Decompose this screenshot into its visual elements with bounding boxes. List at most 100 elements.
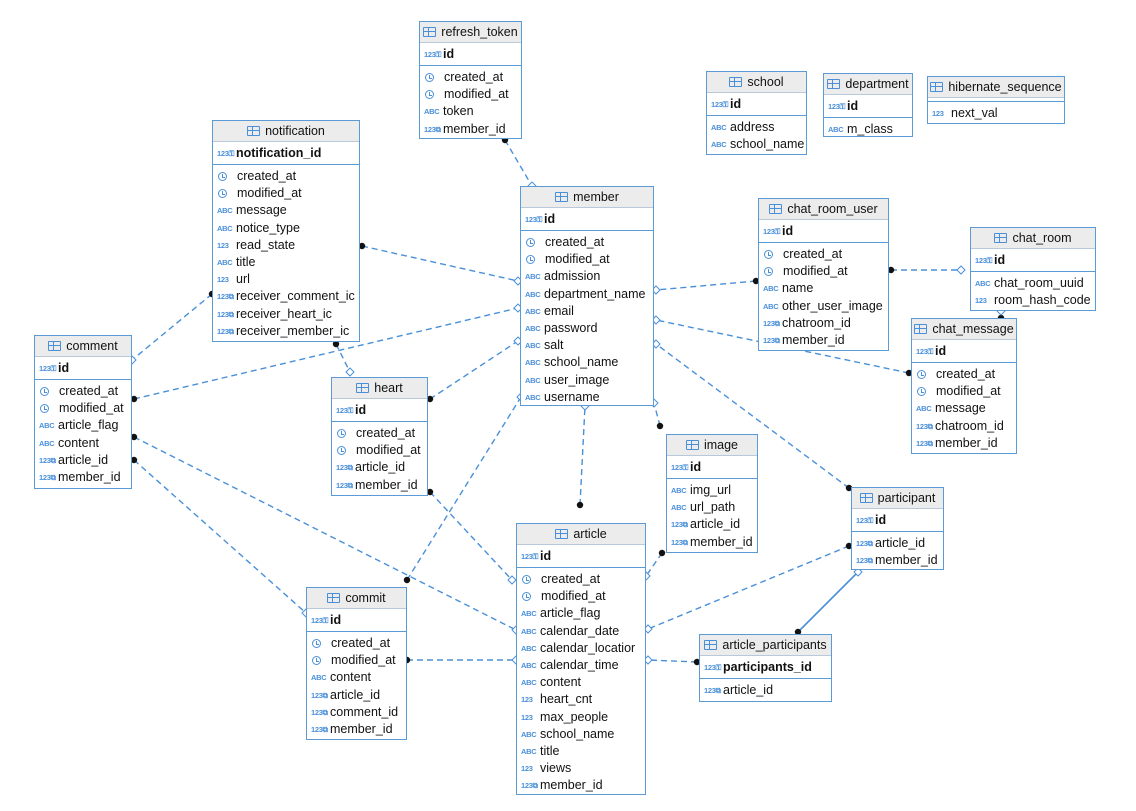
column-row[interactable]: modified_at xyxy=(912,383,1016,400)
table-header[interactable]: school xyxy=(707,72,806,93)
primary-key-row[interactable]: 123⚿participants_id xyxy=(700,656,831,679)
column-row[interactable]: created_at xyxy=(759,246,888,263)
column-row[interactable]: 123⧉member_id xyxy=(332,477,427,494)
column-row[interactable]: 123⧉member_id xyxy=(420,121,521,138)
table-header[interactable]: participant xyxy=(852,488,943,509)
column-row[interactable]: modified_at xyxy=(307,652,406,669)
column-row[interactable]: 123⧉receiver_heart_ic xyxy=(213,306,359,323)
column-row[interactable]: created_at xyxy=(517,571,645,588)
column-row[interactable]: 123⧉article_id xyxy=(667,516,757,533)
primary-key-row[interactable]: 123⚿id xyxy=(667,456,757,479)
table-header[interactable]: chat_room xyxy=(971,228,1095,249)
column-row[interactable]: created_at xyxy=(420,69,521,86)
column-row[interactable]: 123⧉member_id xyxy=(667,534,757,551)
table-header[interactable]: department xyxy=(824,74,912,95)
primary-key-row[interactable]: 123⚿id xyxy=(420,43,521,66)
column-row[interactable]: modified_at xyxy=(213,185,359,202)
column-row[interactable]: modified_at xyxy=(517,588,645,605)
column-row[interactable]: modified_at xyxy=(35,400,131,417)
column-row[interactable]: created_at xyxy=(521,234,653,251)
table-header[interactable]: comment xyxy=(35,336,131,357)
column-row[interactable]: modified_at xyxy=(420,86,521,103)
column-row[interactable]: 123⧉article_id xyxy=(35,452,131,469)
table-header[interactable]: chat_message xyxy=(912,319,1016,340)
primary-key-row[interactable]: 123⚿id xyxy=(307,609,406,632)
primary-key-row[interactable] xyxy=(928,98,1064,102)
column-row[interactable]: 123⧉member_id xyxy=(912,435,1016,452)
column-row[interactable]: created_at xyxy=(35,383,131,400)
primary-key-row[interactable]: 123⚿id xyxy=(912,340,1016,363)
table-header[interactable]: article xyxy=(517,524,645,545)
column-row[interactable]: created_at xyxy=(912,366,1016,383)
table-header[interactable]: article_participants xyxy=(700,635,831,656)
table-header[interactable]: heart xyxy=(332,378,427,399)
primary-key-row[interactable]: 123⚿id xyxy=(971,249,1095,272)
primary-key-row[interactable]: 123⚿id xyxy=(852,509,943,532)
column-row[interactable]: 123⧉article_id xyxy=(852,535,943,552)
column-row[interactable]: 123⧉member_id xyxy=(307,721,406,738)
column-row[interactable]: 123⧉article_id xyxy=(307,687,406,704)
primary-key-row[interactable]: 123⚿id xyxy=(824,95,912,118)
primary-key-row[interactable]: 123⚿id xyxy=(332,399,427,422)
primary-key-row[interactable]: 123⚿notification_id xyxy=(213,142,359,165)
table-header[interactable]: member xyxy=(521,187,653,208)
column-row[interactable]: 123⧉member_id xyxy=(517,777,645,794)
column-row[interactable]: 123⧉receiver_comment_ic xyxy=(213,288,359,305)
column-row[interactable]: created_at xyxy=(213,168,359,185)
column-row[interactable]: created_at xyxy=(307,635,406,652)
column-row[interactable]: 123⧉member_id xyxy=(852,552,943,569)
table-header[interactable]: commit xyxy=(307,588,406,609)
column-row[interactable]: 123⧉chatroom_id xyxy=(912,418,1016,435)
primary-key-row[interactable]: 123⚿id xyxy=(35,357,131,380)
column-row[interactable]: 123⧉comment_id xyxy=(307,704,406,721)
column-row[interactable]: 123⧉member_id xyxy=(759,332,888,349)
column-row[interactable]: modified_at xyxy=(332,442,427,459)
column-row[interactable]: 123⧉receiver_member_ic xyxy=(213,323,359,340)
column-row[interactable]: modified_at xyxy=(759,263,888,280)
primary-key-row[interactable]: 123⚿id xyxy=(707,93,806,116)
table-header[interactable]: chat_room_user xyxy=(759,199,888,220)
